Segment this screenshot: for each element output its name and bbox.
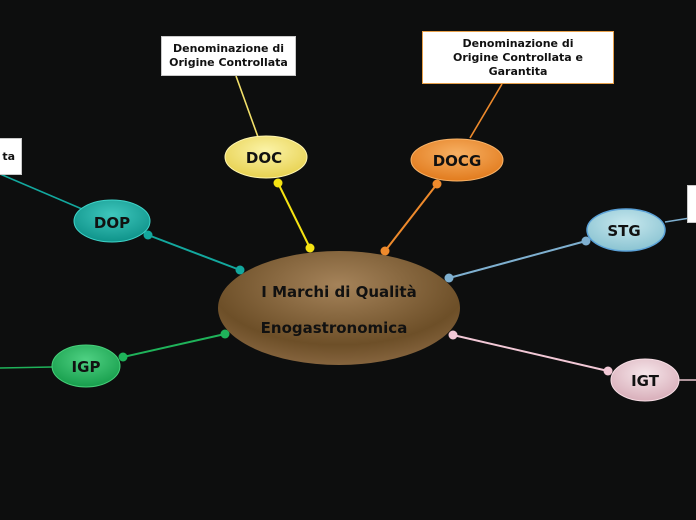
topic-doc-label: DOC (246, 149, 282, 167)
stg-note-connector (664, 217, 691, 223)
branch-docg (384, 183, 438, 252)
dot-igp-center (220, 329, 230, 339)
stg-note-partial[interactable] (687, 185, 696, 223)
central-topic[interactable]: I Marchi di Qualità Enogastronomica (218, 251, 460, 365)
dot-igt-node (603, 366, 613, 376)
topic-igt-label: IGT (631, 372, 660, 390)
docg-note-line3: Garantita (488, 64, 548, 78)
dot-doc-center (305, 243, 315, 253)
central-topic-line2: Enogastronomica (261, 319, 408, 337)
docg-note-line2: Origine Controllata e (453, 50, 583, 64)
topic-igp-label: IGP (72, 358, 101, 376)
dot-igp-node (118, 352, 128, 362)
topic-doc[interactable]: DOC (224, 135, 308, 179)
dot-dop-center (235, 265, 245, 275)
branch-igp (122, 333, 226, 358)
docg-note-line1: Denominazione di (462, 36, 574, 50)
topic-dop-label: DOP (94, 214, 130, 232)
branch-doc (277, 182, 311, 249)
dot-dop-node (143, 230, 153, 240)
dop-note-partial[interactable]: ta (0, 138, 22, 175)
dot-stg-node (581, 236, 591, 246)
dot-docg-node (432, 179, 442, 189)
dop-note-connector (0, 173, 83, 210)
doc-note-line1: Denominazione di (173, 42, 284, 55)
docg-note-connector (469, 83, 503, 139)
topic-docg-label: DOCG (433, 152, 482, 170)
doc-note-connector (235, 75, 259, 138)
dot-igt-center (448, 330, 458, 340)
topic-igp[interactable]: IGP (51, 344, 121, 388)
topic-igt[interactable]: IGT (610, 358, 680, 402)
dop-note-text: ta (2, 149, 15, 163)
dot-docg-center (380, 246, 390, 256)
igp-note-connector (0, 366, 53, 369)
dot-stg-center (444, 273, 454, 283)
doc-note-line2: Origine Controllata (169, 56, 288, 69)
branch-stg (448, 240, 587, 279)
branch-dop (147, 234, 241, 271)
topic-stg-label: STG (607, 222, 640, 240)
topic-docg[interactable]: DOCG (410, 138, 504, 182)
topic-dop[interactable]: DOP (73, 199, 151, 243)
docg-note[interactable]: Denominazione di Origine Controllata e G… (422, 31, 614, 84)
topic-stg[interactable]: STG (586, 208, 666, 252)
branch-igt (452, 334, 609, 372)
central-topic-line1: I Marchi di Qualità (261, 283, 416, 301)
dot-doc-node (273, 178, 283, 188)
doc-note[interactable]: Denominazione di Origine Controllata (161, 36, 296, 76)
